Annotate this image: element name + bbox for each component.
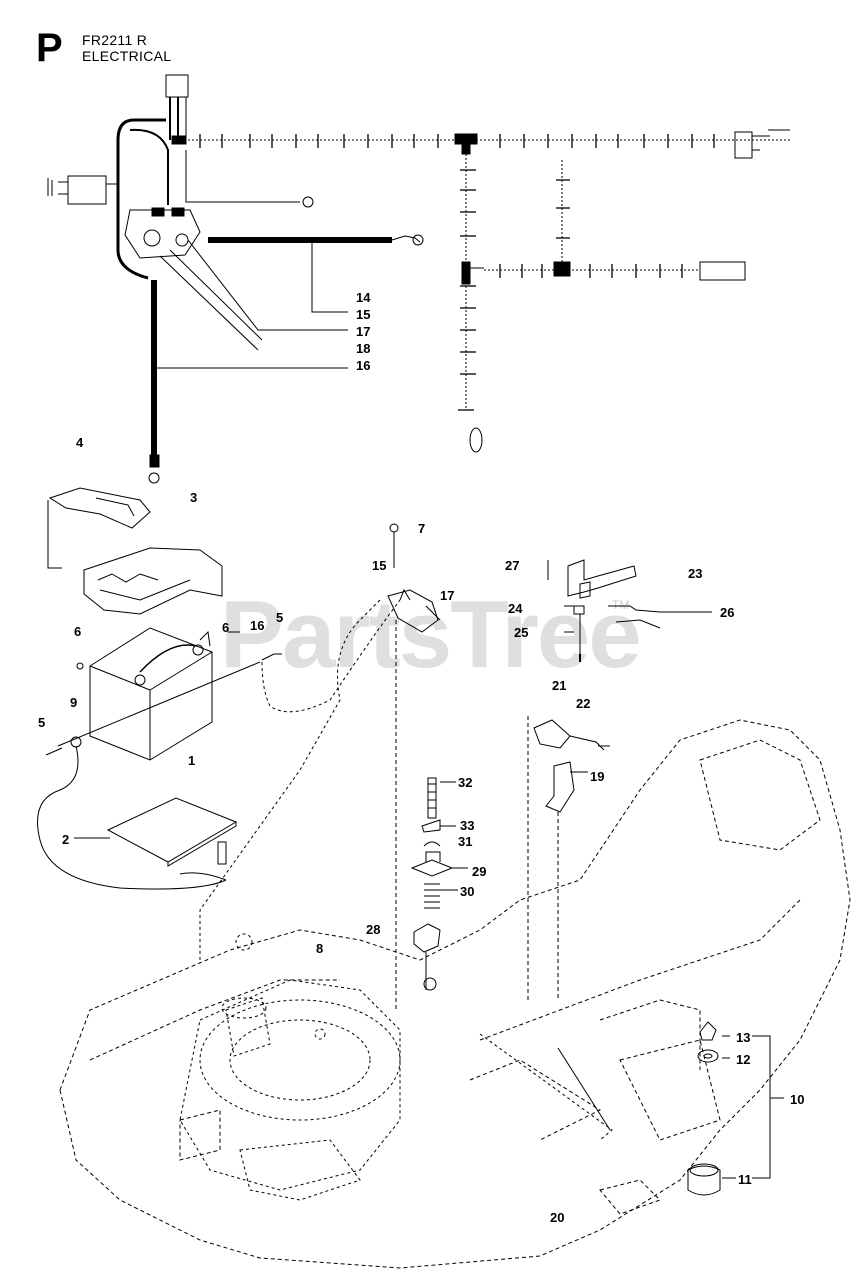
callout-25: 25 — [514, 625, 528, 640]
callout-21: 21 — [552, 678, 566, 693]
callout-20: 20 — [550, 1210, 564, 1225]
callout-18: 18 — [356, 341, 370, 356]
callout-14: 14 — [356, 290, 371, 305]
callout-19: 19 — [590, 769, 604, 784]
callout-15: 15 — [356, 307, 370, 322]
callout-1: 1 — [188, 753, 195, 768]
engine — [179, 933, 613, 1201]
callout-17-b: 17 — [440, 588, 454, 603]
callout-16-b: 16 — [250, 618, 264, 633]
callout-10: 10 — [790, 1092, 804, 1107]
callout-8: 8 — [316, 941, 323, 956]
header-model: FR2211 R — [82, 32, 148, 48]
hardware-stack — [687, 1021, 784, 1196]
leader-lines — [228, 631, 611, 1131]
callout-5: 5 — [276, 610, 283, 625]
callout-5-b: 5 — [38, 715, 45, 730]
callout-6-b: 6 — [222, 620, 229, 635]
callout-2: 2 — [62, 832, 69, 847]
switch-parts — [547, 559, 712, 662]
callout-31: 31 — [458, 834, 472, 849]
watermark-tm: TM — [612, 598, 630, 612]
callout-11: 11 — [738, 1172, 752, 1187]
tractor-frame — [59, 719, 851, 1269]
battery-cover — [47, 487, 223, 615]
seat-switch-assembly — [410, 777, 468, 991]
battery-mat — [74, 797, 238, 867]
watermark-logo: PartsTree — [220, 581, 642, 688]
callout-22: 22 — [576, 696, 590, 711]
callout-27: 27 — [505, 558, 519, 573]
callout-7: 7 — [418, 521, 425, 536]
callout-24: 24 — [508, 601, 523, 616]
callout-12: 12 — [736, 1052, 750, 1067]
callout-9: 9 — [70, 695, 77, 710]
callout-28: 28 — [366, 922, 380, 937]
header-section: ELECTRICAL — [82, 48, 172, 64]
callout-30: 30 — [460, 884, 474, 899]
interlock-switch — [527, 716, 605, 1000]
callout-15-b: 15 — [372, 558, 386, 573]
solenoid — [199, 523, 441, 1010]
callout-13: 13 — [736, 1030, 750, 1045]
header-letter: P — [36, 26, 63, 70]
callout-4: 4 — [76, 435, 84, 450]
callout-26: 26 — [720, 605, 734, 620]
callout-23: 23 — [688, 566, 702, 581]
battery — [76, 627, 213, 761]
callout-17: 17 — [356, 324, 370, 339]
callout-29: 29 — [472, 864, 486, 879]
callout-33: 33 — [460, 818, 474, 833]
callout-6: 6 — [74, 624, 81, 639]
callout-16: 16 — [356, 358, 370, 373]
ground-cables — [37, 599, 401, 890]
wiring-harness — [47, 74, 790, 484]
callout-32: 32 — [458, 775, 472, 790]
callout-3: 3 — [190, 490, 197, 505]
